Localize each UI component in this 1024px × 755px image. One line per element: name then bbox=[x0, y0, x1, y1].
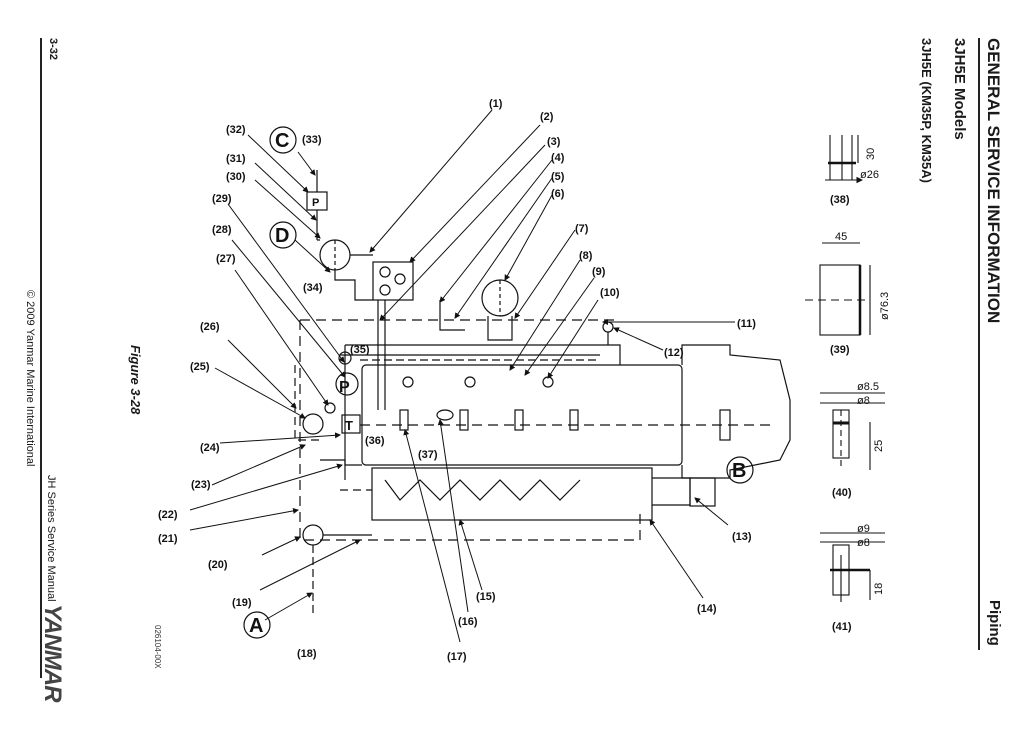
callout-24: (24) bbox=[200, 442, 220, 454]
callout-5: (5) bbox=[551, 171, 565, 183]
detail-39-label: (39) bbox=[830, 344, 850, 356]
callout-7: (7) bbox=[575, 223, 589, 235]
raw-water-pump bbox=[302, 524, 324, 546]
callout-12: (12) bbox=[664, 347, 684, 359]
callout-13: (13) bbox=[732, 531, 752, 543]
callout-35: (35) bbox=[350, 344, 370, 356]
callout-6: (6) bbox=[551, 188, 565, 200]
detail-39-length: 45 bbox=[835, 231, 847, 243]
callout-14: (14) bbox=[697, 603, 717, 615]
callout-18: (18) bbox=[297, 648, 317, 660]
callout-30: (30) bbox=[226, 171, 246, 183]
detail-40-label: (40) bbox=[832, 487, 852, 499]
detail-41-inner: ø8 bbox=[857, 537, 870, 549]
callout-3: (3) bbox=[547, 136, 561, 148]
thermostat-symbol: T bbox=[345, 418, 353, 433]
callout-17: (17) bbox=[447, 651, 467, 663]
callout-36: (36) bbox=[365, 435, 385, 447]
ref-circle-b bbox=[726, 456, 754, 484]
detail-41-label: (41) bbox=[832, 621, 852, 633]
callout-15: (15) bbox=[476, 591, 496, 603]
callout-37: (37) bbox=[418, 449, 438, 461]
callout-22: (22) bbox=[158, 509, 178, 521]
sea-water-pump bbox=[302, 413, 324, 435]
callout-25: (25) bbox=[190, 361, 210, 373]
exhaust-elbow bbox=[689, 477, 716, 507]
callout-23: (23) bbox=[191, 479, 211, 491]
header-rule bbox=[978, 38, 980, 650]
ref-letter-d: D bbox=[275, 225, 289, 247]
callout-2: (2) bbox=[540, 111, 554, 123]
detail-39-diameter: ø76.3 bbox=[879, 292, 891, 320]
thermostat-box bbox=[341, 414, 361, 434]
callout-27: (27) bbox=[216, 253, 236, 265]
pump-symbol: P bbox=[312, 197, 319, 209]
callout-32: (32) bbox=[226, 124, 246, 136]
callout-8: (8) bbox=[579, 250, 593, 262]
detail-38-diameter: ø26 bbox=[860, 169, 879, 181]
callout-11: (11) bbox=[737, 318, 756, 330]
callout-28: (28) bbox=[212, 224, 232, 236]
callout-31: (31) bbox=[226, 153, 246, 165]
ref-circle-d bbox=[269, 221, 297, 249]
detail-41-length: 18 bbox=[873, 583, 885, 595]
callout-1: (1) bbox=[489, 98, 503, 110]
callout-29: (29) bbox=[212, 193, 232, 205]
detail-38-label: (38) bbox=[830, 194, 850, 206]
engine-block bbox=[361, 364, 683, 466]
callout-4: (4) bbox=[551, 152, 565, 164]
callout-19: (19) bbox=[232, 597, 252, 609]
ref-letter-a: A bbox=[249, 615, 263, 637]
callout-26: (26) bbox=[200, 321, 220, 333]
callout-10: (10) bbox=[600, 287, 620, 299]
detail-41-outer: ø9 bbox=[857, 523, 870, 535]
footer-rule bbox=[40, 38, 42, 678]
ref-letter-b: B bbox=[732, 460, 746, 482]
ref-letter-c: C bbox=[275, 130, 289, 152]
detail-40-outer: ø8.5 bbox=[857, 381, 879, 393]
fuel-filter-block bbox=[372, 261, 414, 301]
callout-9: (9) bbox=[592, 266, 606, 278]
callout-16: (16) bbox=[458, 616, 478, 628]
callout-20: (20) bbox=[208, 559, 228, 571]
heat-exchanger bbox=[371, 467, 653, 521]
detail-38-length: 30 bbox=[865, 148, 877, 160]
callout-21: (21) bbox=[158, 533, 178, 545]
callout-34: (34) bbox=[303, 282, 323, 294]
oil-pump-symbol: P bbox=[339, 379, 350, 396]
callouts: (1) (2) (3) (4) (5) (6) (7) (8) (9) (10)… bbox=[158, 98, 756, 663]
callout-33: (33) bbox=[302, 134, 322, 146]
detail-40-length: 25 bbox=[873, 440, 885, 452]
ref-circle-c bbox=[269, 126, 297, 154]
detail-40-inner: ø8 bbox=[857, 395, 870, 407]
ref-circle-a bbox=[243, 611, 271, 639]
oil-pump bbox=[335, 372, 359, 396]
